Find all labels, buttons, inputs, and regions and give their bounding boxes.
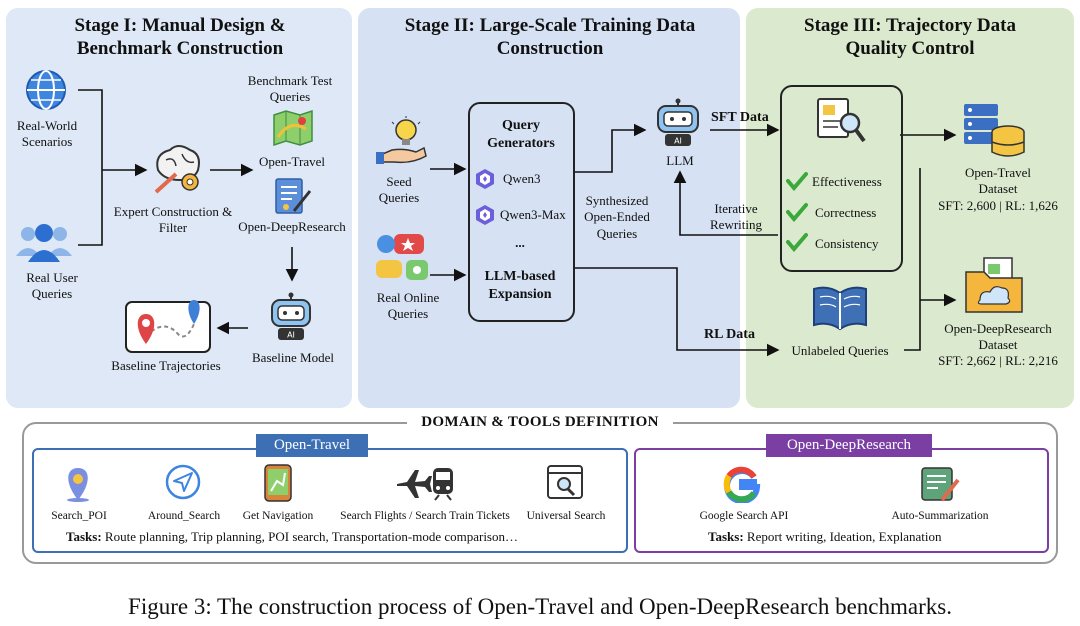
tool-google-search: Google Search API [699,510,789,522]
deep-tasks-label: Tasks: [708,529,744,544]
navigation-arrow-icon [165,464,201,500]
correctness-label: Correctness [815,205,877,220]
query-gen-label: Query Generators [487,118,555,151]
search-window-icon [547,465,583,499]
synth-label: Synthesized Open-Ended Queries [584,193,650,241]
sft-data-label: SFT Data [711,110,769,125]
travel-tasks-label: Tasks: [66,529,102,544]
deep-tasks-text: Report writing, Ideation, Explanation [746,529,942,544]
real-user-label: Real User Queries [26,270,78,302]
ot-dataset-name: Open-Travel Dataset [965,165,1031,197]
odr-dataset-stats: SFT: 2,662 | RL: 2,216 [938,353,1058,368]
folder-icon [965,257,1023,313]
travel-tasks: Tasks: Route planning, Trip planning, PO… [66,529,518,545]
check-icon [786,233,808,252]
consistency-label: Consistency [815,236,879,251]
svg-text:AI: AI [287,331,295,340]
llm-label: LLM [666,153,694,168]
stage2-title: Stage II: Large-Scale Training Data Cons… [404,15,696,60]
unlabeled-label: Unlabeled Queries [791,343,889,358]
rl-data-label: RL Data [704,327,755,342]
expert-label: Expert Construction & Filter [113,204,233,236]
stage1-title: Stage I: Manual Design & Benchmark Const… [74,15,286,60]
tool-get-navigation: Get Navigation [242,510,314,522]
check-icon [786,172,808,191]
robot-icon: AI [657,98,699,146]
query-generators-box [468,102,575,322]
check-icon [786,203,808,222]
lightbulb-hand-icon [376,116,427,164]
qwen-logo-icon [476,205,494,225]
tool-search-poi: Search_POI [51,510,107,522]
magnifier-document-icon [817,98,866,143]
tool-around-search: Around_Search [147,510,221,522]
stage3-panel [746,8,1074,408]
brain-gear-icon [154,145,200,194]
open-travel-tag: Open-Travel [256,434,368,457]
tool-universal-search: Universal Search [526,510,606,522]
globe-icon [26,70,66,110]
seed-label: Seed Queries [378,174,420,206]
travel-tasks-text: Route planning, Trip planning, POI searc… [104,529,518,544]
bench-test-label: Benchmark Test Queries [247,73,333,105]
tool-search-flights-trains: Search Flights / Search Train Tickets [340,510,510,522]
iterative-label: Iterative Rewriting [710,201,762,233]
qwen3max-label: Qwen3-Max [500,207,566,222]
stage3-title: Stage III: Trajectory Data Quality Contr… [804,15,1016,60]
figure-caption: Figure 3: The construction process of Op… [128,594,952,619]
deep-tasks: Tasks: Report writing, Ideation, Explana… [708,529,942,545]
book-icon [813,286,867,331]
open-travel-label: Open-Travel [259,154,325,169]
plane-train-icon [397,468,453,501]
open-deep-tag: Open-DeepResearch [766,434,932,457]
odr-dataset-name: Open-DeepResearch Dataset [944,321,1052,353]
domain-title: DOMAIN & TOOLS DEFINITION [407,414,673,430]
svg-text:AI: AI [674,137,682,146]
baseline-traj-label: Baseline Trajectories [111,358,221,373]
social-bubbles-icon [376,234,428,280]
document-icon [275,178,312,214]
location-pin-icon [67,468,89,502]
open-deep-label: Open-DeepResearch [238,219,346,234]
real-online-label: Real Online Queries [376,290,440,322]
effectiveness-label: Effectiveness [812,174,882,189]
tool-auto-summarization: Auto-Summarization [891,510,989,522]
domain-title-wrap: DOMAIN & TOOLS DEFINITION [0,413,1080,431]
users-icon [16,224,72,262]
map-icon [273,109,313,147]
ot-dataset-stats: SFT: 2,600 | RL: 1,626 [938,198,1058,213]
real-world-label: Real-World Scenarios [16,118,78,150]
qwen-logo-icon [476,169,494,189]
robot-icon: AI [271,292,311,340]
qwen3-label: Qwen3 [503,171,541,186]
database-icon [964,104,1025,157]
baseline-model-label: Baseline Model [252,350,334,365]
llm-expansion-label: LLM-based Expansion [484,269,556,302]
google-logo-icon [723,466,761,503]
phone-map-icon [264,464,292,502]
route-icon [125,300,211,353]
summarize-icon [921,467,960,502]
ellipsis-label: ... [515,235,525,250]
quality-check-box [780,85,903,272]
